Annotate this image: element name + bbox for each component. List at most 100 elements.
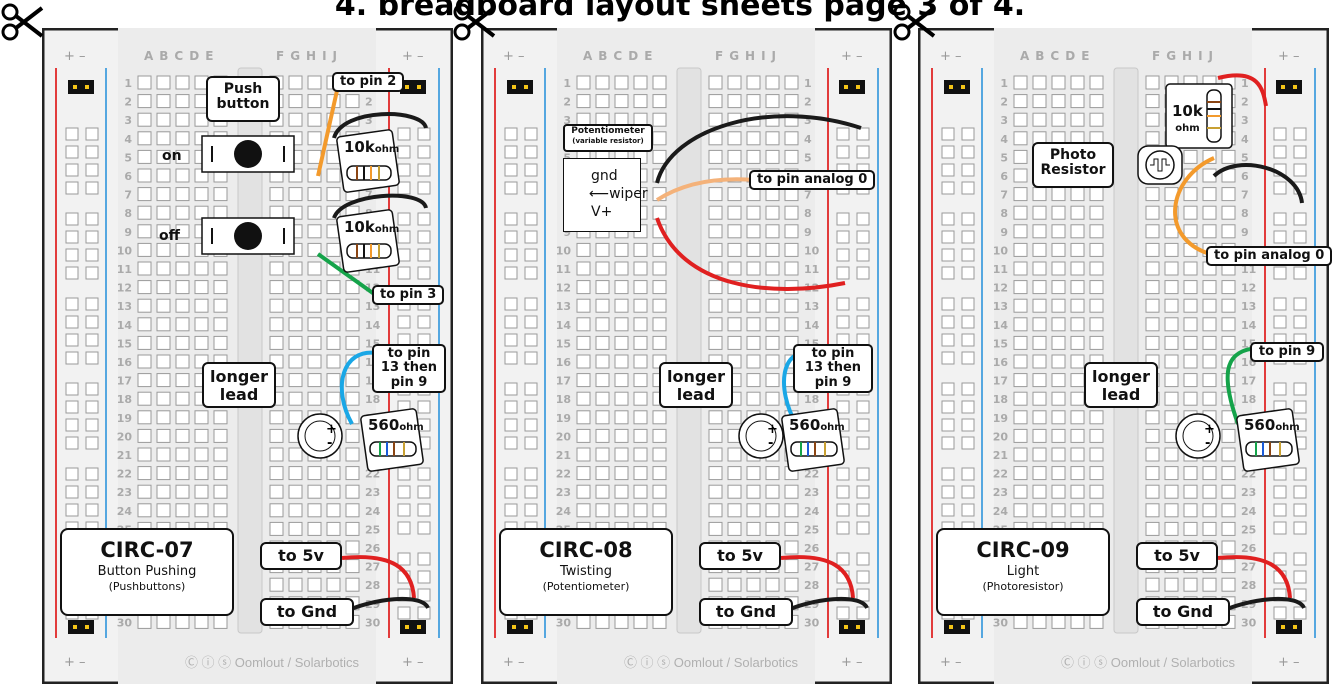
hole [307,354,322,369]
rail-hole [941,382,955,396]
rail-hole [504,418,518,432]
row-number: 23 [1241,486,1256,499]
rail-hole [397,127,411,141]
hole [1013,94,1028,109]
header-pin-dot [73,625,77,629]
hole [345,484,360,499]
rail-hole [941,230,955,244]
credit-text: Ⓒ ⓘ ⓢ Oomlout / Solarbotics [184,655,360,670]
hole [1051,373,1066,388]
hole [576,373,591,388]
rail-hole [1293,212,1307,226]
header-pin-dot [405,625,409,629]
row-number: 28 [365,579,380,592]
hole [652,242,667,257]
hole [213,484,228,499]
pushbutton-bottom [201,217,295,255]
hole [708,242,723,257]
hole [765,242,780,257]
header-pin [1276,620,1302,634]
hole [1145,131,1160,146]
rail-hole [397,212,411,226]
label-on: on [162,148,182,164]
header-pin-dot [961,625,965,629]
row-number: 24 [804,505,820,518]
hole [156,447,171,462]
row-number: 14 [993,319,1009,332]
rail-hole [961,127,975,141]
hole [1145,466,1160,481]
hole [1089,447,1104,462]
hole [576,335,591,350]
hole [765,131,780,146]
hole [633,447,648,462]
hole [156,112,171,127]
row-number: 11 [117,263,132,276]
hole [137,317,152,332]
row-number: 24 [993,505,1009,518]
hole [727,317,742,332]
hole [1183,298,1198,313]
rail-hole [1293,145,1307,159]
rail-hole [397,145,411,159]
hole [784,224,799,239]
hole [633,410,648,425]
rail-hole [1273,552,1287,566]
hole [614,391,629,406]
hole [1221,428,1236,443]
hole [614,298,629,313]
rail-hole [397,230,411,244]
hole [595,280,610,295]
label-to-pin-2: to pin 2 [332,72,405,93]
hole [1013,261,1028,276]
hole [326,577,341,592]
header-pin-dot [1281,85,1285,89]
hole [1183,373,1198,388]
svg-text:+: + [1204,422,1215,437]
rail-hole [1273,181,1287,195]
rail-hole [856,400,870,414]
hole [156,94,171,109]
label-longer-lead: longer lead [659,362,733,408]
hole [345,466,360,481]
hole [784,94,799,109]
row-number: 24 [556,505,572,518]
hole [1051,335,1066,350]
hole [614,94,629,109]
hole [326,242,341,257]
row-number: 7 [1000,189,1008,202]
rail-hole [836,127,850,141]
rail-hole [856,212,870,226]
hole [1089,280,1104,295]
column-letters-right: FGHIJ [276,49,343,63]
row-number: 14 [1241,319,1257,332]
hole [708,298,723,313]
hole [326,503,341,518]
hole [156,484,171,499]
hole [269,447,284,462]
resistor-10k [1165,83,1233,149]
rail-hole [1273,485,1287,499]
rail-hole [961,266,975,280]
hole [633,298,648,313]
hole [156,354,171,369]
rail-hole [524,333,538,347]
rail-hole [836,552,850,566]
hole [1013,317,1028,332]
circuit-name: Button Pushing [97,564,197,579]
hole [1070,317,1085,332]
hole [633,466,648,481]
label-to-5v: to 5v [260,542,342,570]
hole [614,484,629,499]
row-number: 21 [993,449,1008,462]
label-off: off [159,228,180,244]
hole [137,503,152,518]
row-number: 22 [117,468,132,481]
hole [137,298,152,313]
hole [156,317,171,332]
row-number: 2 [1241,96,1249,109]
hole [1051,391,1066,406]
rail-hole [524,436,538,450]
hole [1164,521,1179,536]
header-pin-dot [417,625,421,629]
